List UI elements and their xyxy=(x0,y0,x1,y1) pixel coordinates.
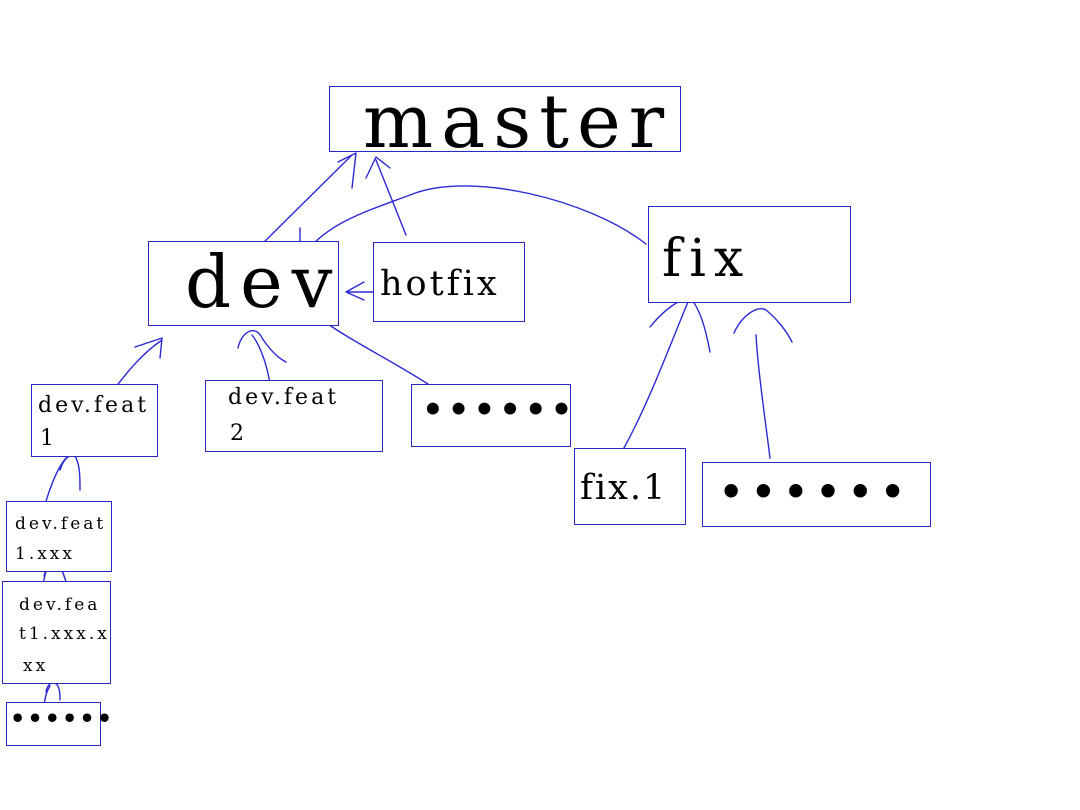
branch-dev-feat1-xxx-label-line1: dev.feat xyxy=(15,514,107,534)
branch-dev-feat1-xxx: dev.feat 1.xxx xyxy=(6,501,112,572)
branch-dev-feat1-xxx-label-line2: 1.xxx xyxy=(15,544,75,564)
branch-master-label: master xyxy=(363,79,673,165)
branch-dev-feat1-label-line1: dev.feat xyxy=(38,393,150,418)
branch-fix-more-label: •••••• xyxy=(719,469,913,514)
branch-dev-feat1-xxx-xxx: dev.fea t1.xxx.x xx xyxy=(2,581,111,684)
branch-dev-more: •••••• xyxy=(411,384,572,447)
branch-deep-more-label: •••••• xyxy=(10,704,115,733)
arrow-dev-to-master xyxy=(255,152,357,251)
branch-dev-feat1-xxx-xxx-label-line3: xx xyxy=(23,656,49,676)
branch-fix-1-label: fix.1 xyxy=(580,468,668,508)
branch-fix: fix xyxy=(648,206,851,303)
branch-dev-feat2-label-line1: dev.feat xyxy=(228,385,340,410)
branch-hotfix-label: hotfix xyxy=(380,264,500,304)
branch-dev: dev xyxy=(148,241,339,326)
arrow-hotfix-to-master xyxy=(365,156,407,236)
branch-dev-label: dev xyxy=(185,240,342,324)
branch-fix-more: •••••• xyxy=(702,462,931,527)
branch-hotfix: hotfix xyxy=(373,242,525,322)
branch-fix-1: fix.1 xyxy=(574,448,686,525)
branch-dev-more-label: •••••• xyxy=(422,390,577,430)
branch-deep-more: •••••• xyxy=(6,702,112,746)
branch-dev-feat1-xxx-xxx-label-line1: dev.fea xyxy=(19,595,101,615)
arrow-fix1-to-fix xyxy=(623,296,711,449)
branch-fix-label: fix xyxy=(662,229,752,289)
branch-dev-feat2: dev.feat 2 xyxy=(205,380,383,452)
branch-dev-feat1-label-line2: 1 xyxy=(40,426,57,451)
arrow-fixmore-to-fix xyxy=(733,308,793,459)
branch-dev-feat1-xxx-xxx-label-line2: t1.xxx.x xyxy=(19,624,110,644)
arrow-devmore-to-dev xyxy=(317,319,429,385)
branch-dev-feat2-label-line2: 2 xyxy=(230,421,247,446)
branch-dev-feat1: dev.feat 1 xyxy=(31,384,158,457)
branch-master: master xyxy=(329,85,681,159)
